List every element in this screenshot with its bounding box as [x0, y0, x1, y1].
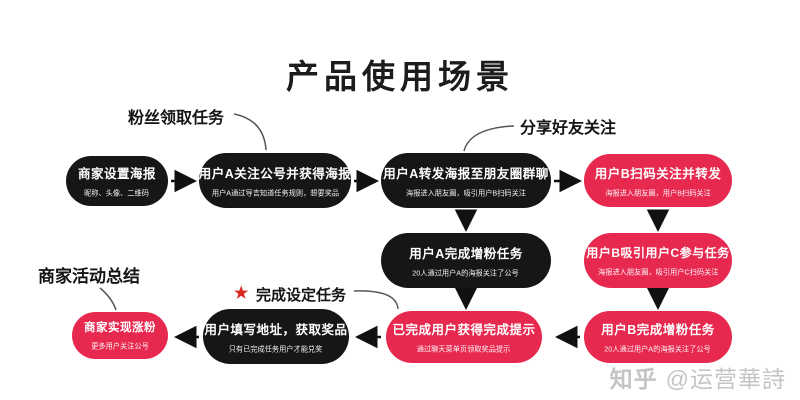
leader-merchant-summary — [99, 287, 117, 311]
node-subtitle: 用户A通过导言知道任务规则，想要奖品 — [211, 188, 339, 197]
node-subtitle: 20人通过用户A的海报关注了公号 — [412, 268, 520, 277]
node-title: 用户A完成增粉任务 — [409, 246, 523, 261]
flow-node-merchant-poster: 商家设置海报 昵称、头像、二维码 — [66, 156, 168, 206]
node-subtitle: 更多用户关注公号 — [91, 341, 149, 350]
node-title: 用户B扫码关注并转发 — [594, 166, 722, 181]
node-subtitle: 海报进入朋友圈，吸引用户C扫码关注 — [597, 267, 719, 276]
node-title: 用户B吸引用户C参与任务 — [586, 245, 730, 260]
node-subtitle: 海报进入朋友圈，用户B扫码关注 — [605, 188, 711, 197]
watermark-brand: 知乎 — [609, 366, 658, 392]
page-title: 产品使用场景 — [286, 57, 514, 96]
annotation-share-follow: 分享好友关注 — [520, 120, 617, 137]
flow-node-userB-scan: 用户B扫码关注并转发 海报进入朋友圈，用户B扫码关注 — [584, 154, 732, 207]
leader-share-follow — [463, 125, 515, 152]
node-subtitle: 昵称、头像、二维码 — [84, 188, 150, 197]
flow-node-merchant-growth: 商家实现涨粉 更多用户关注公号 — [72, 312, 168, 359]
node-title: 用户B完成增粉任务 — [601, 323, 715, 337]
node-subtitle: 20人通过用户A的海报关注了公号 — [604, 344, 712, 353]
flow-node-userA-complete: 用户A完成增粉任务 20人通过用户A的海报关注了公号 — [381, 233, 551, 288]
annotation-merchant-summary: 商家活动总结 — [38, 267, 140, 286]
node-title: 用户A转发海报至朋友圈群聊 — [383, 166, 549, 181]
annotation-fans-claim: 粉丝领取任务 — [128, 110, 225, 127]
node-subtitle: 海报进入朋友圈，吸引用户B扫码关注 — [405, 188, 526, 197]
flow-node-completed-notice: 已完成用户获得完成提示 通过聊天菜单页领取奖品提示 — [386, 311, 542, 363]
flow-node-userA-follow: 用户A关注公号并获得海报 用户A通过导言知道任务规则，想要奖品 — [199, 153, 351, 208]
leader-complete-task — [353, 290, 399, 310]
star-icon: ★ — [234, 285, 249, 302]
flow-node-userA-forward: 用户A转发海报至朋友圈群聊 海报进入朋友圈，吸引用户B扫码关注 — [381, 153, 551, 208]
flow-node-user-address: 用户填写地址，获取奖品 只有已完成任务用户才能兑奖 — [203, 309, 349, 364]
leader-fans-claim — [233, 113, 267, 151]
node-subtitle: 只有已完成任务用户才能兑奖 — [229, 344, 323, 353]
node-title: 用户A关注公号并获得海报 — [198, 166, 352, 181]
watermark: 知乎 @运营華詩 — [610, 360, 786, 394]
node-title: 商家设置海报 — [77, 167, 156, 181]
flow-node-userB-attract: 用户B吸引用户C参与任务 海报进入朋友圈，吸引用户C扫码关注 — [584, 233, 732, 288]
watermark-handle: @运营華詩 — [665, 366, 786, 392]
node-title: 商家实现涨粉 — [84, 322, 156, 334]
node-title: 已完成用户获得完成提示 — [392, 323, 536, 337]
node-subtitle: 通过聊天菜单页领取奖品提示 — [417, 344, 511, 353]
node-title: 用户填写地址，获取奖品 — [204, 322, 348, 337]
flow-node-userB-complete: 用户B完成增粉任务 20人通过用户A的海报关注了公号 — [584, 311, 732, 363]
annotation-complete-task: 完成设定任务 — [256, 287, 347, 304]
